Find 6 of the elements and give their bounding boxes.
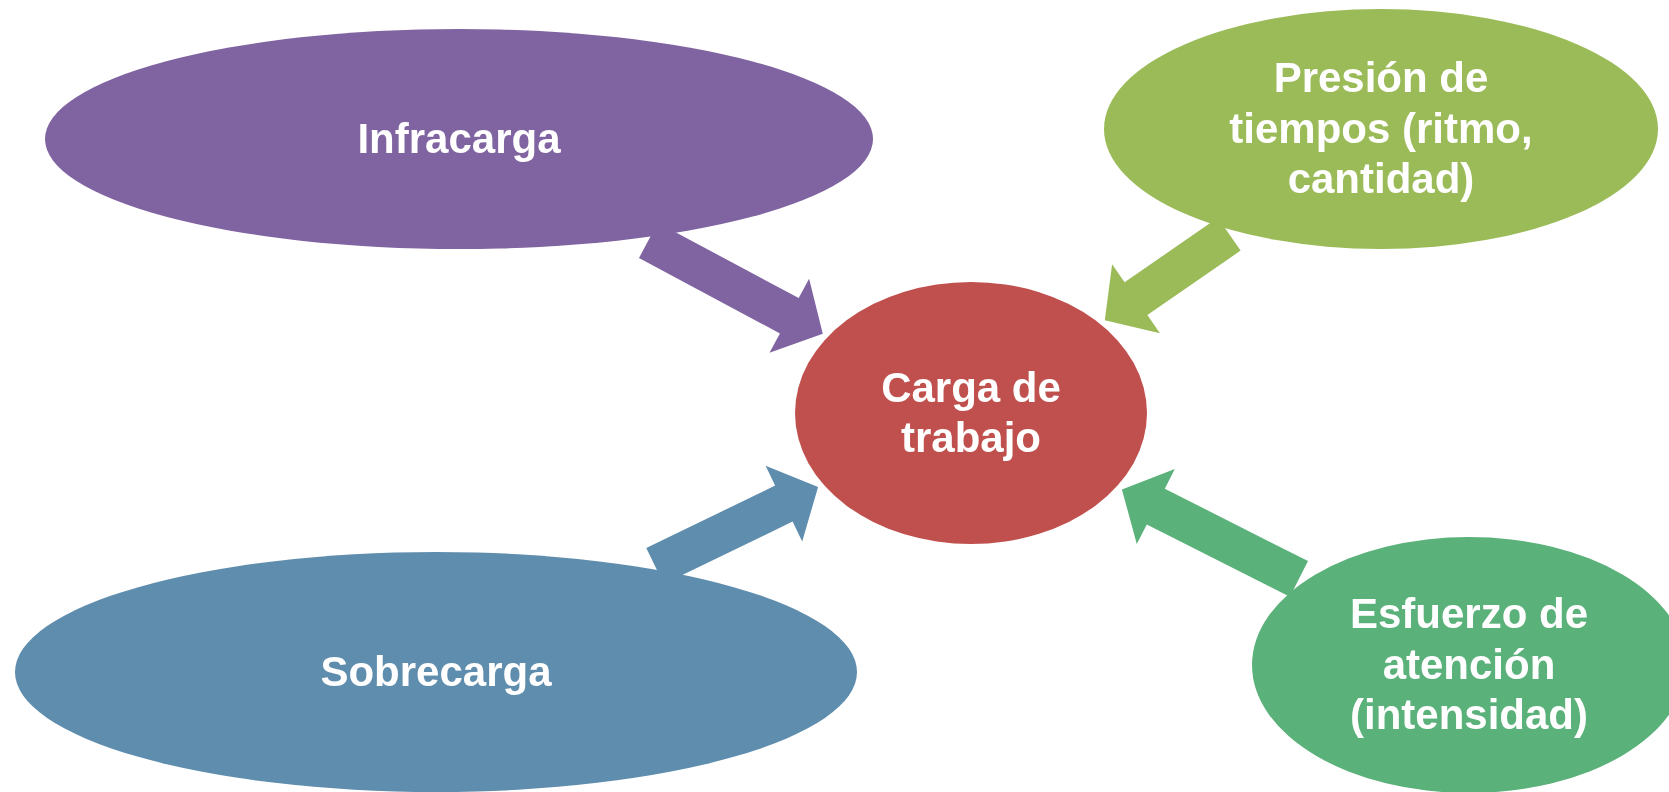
block-arrow — [1121, 469, 1308, 597]
node-label: Sobrecarga — [319, 646, 553, 697]
node-label: Presión de tiempos (ritmo, cantidad) — [1228, 53, 1534, 205]
node-label: Carga de trabajo — [880, 362, 1062, 463]
node-label: Infracarga — [356, 113, 562, 164]
node-label: Esfuerzo de atención (intensidad) — [1348, 589, 1590, 741]
